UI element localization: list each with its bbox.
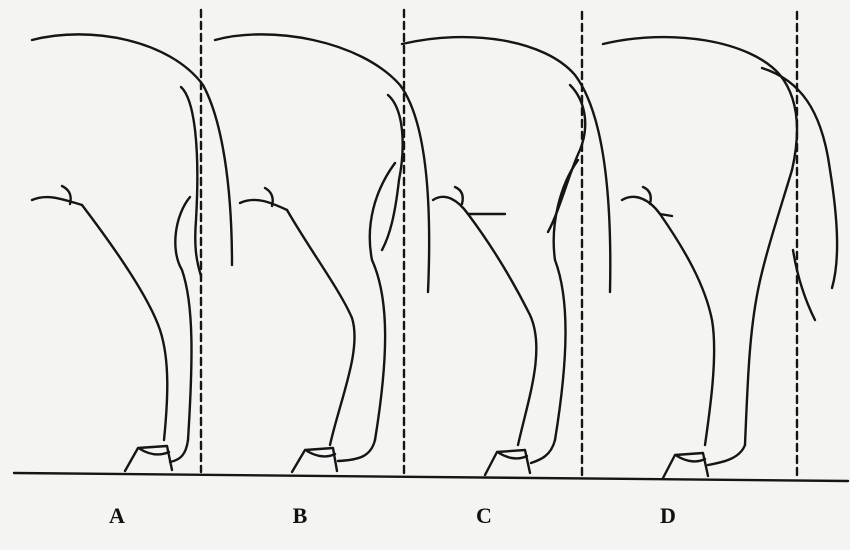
hoof (663, 445, 745, 478)
panel-label-b: B (280, 503, 320, 529)
panel-c (402, 12, 610, 476)
tail (762, 68, 837, 288)
tail (181, 87, 201, 276)
tail (382, 95, 403, 250)
hock-back-line (175, 197, 191, 440)
hind-back-line (745, 170, 792, 445)
panel-label-d: D (648, 503, 688, 529)
front-leg-line (287, 210, 355, 445)
croup-outline (402, 37, 610, 292)
front-leg-line (82, 205, 167, 440)
stifle-fold (240, 188, 287, 210)
ground-line (14, 473, 848, 481)
stifle-fold (433, 187, 505, 214)
tail-lower (793, 250, 815, 320)
stifle-fold (32, 186, 82, 205)
tail (548, 85, 585, 232)
hoof (125, 440, 188, 471)
hoof (292, 440, 375, 472)
panel-label-a: A (97, 503, 137, 529)
hock-back-line (554, 160, 578, 440)
hoof (485, 440, 555, 475)
hock-back-line (370, 163, 395, 440)
stifle-fold (622, 187, 672, 216)
panel-a (32, 10, 232, 472)
panel-b (215, 10, 429, 474)
panel-d (603, 12, 837, 478)
front-leg-line (660, 214, 714, 445)
croup-outline (603, 37, 797, 170)
panel-label-c: C (464, 503, 504, 529)
front-leg-line (468, 214, 536, 445)
croup-outline (215, 34, 429, 292)
